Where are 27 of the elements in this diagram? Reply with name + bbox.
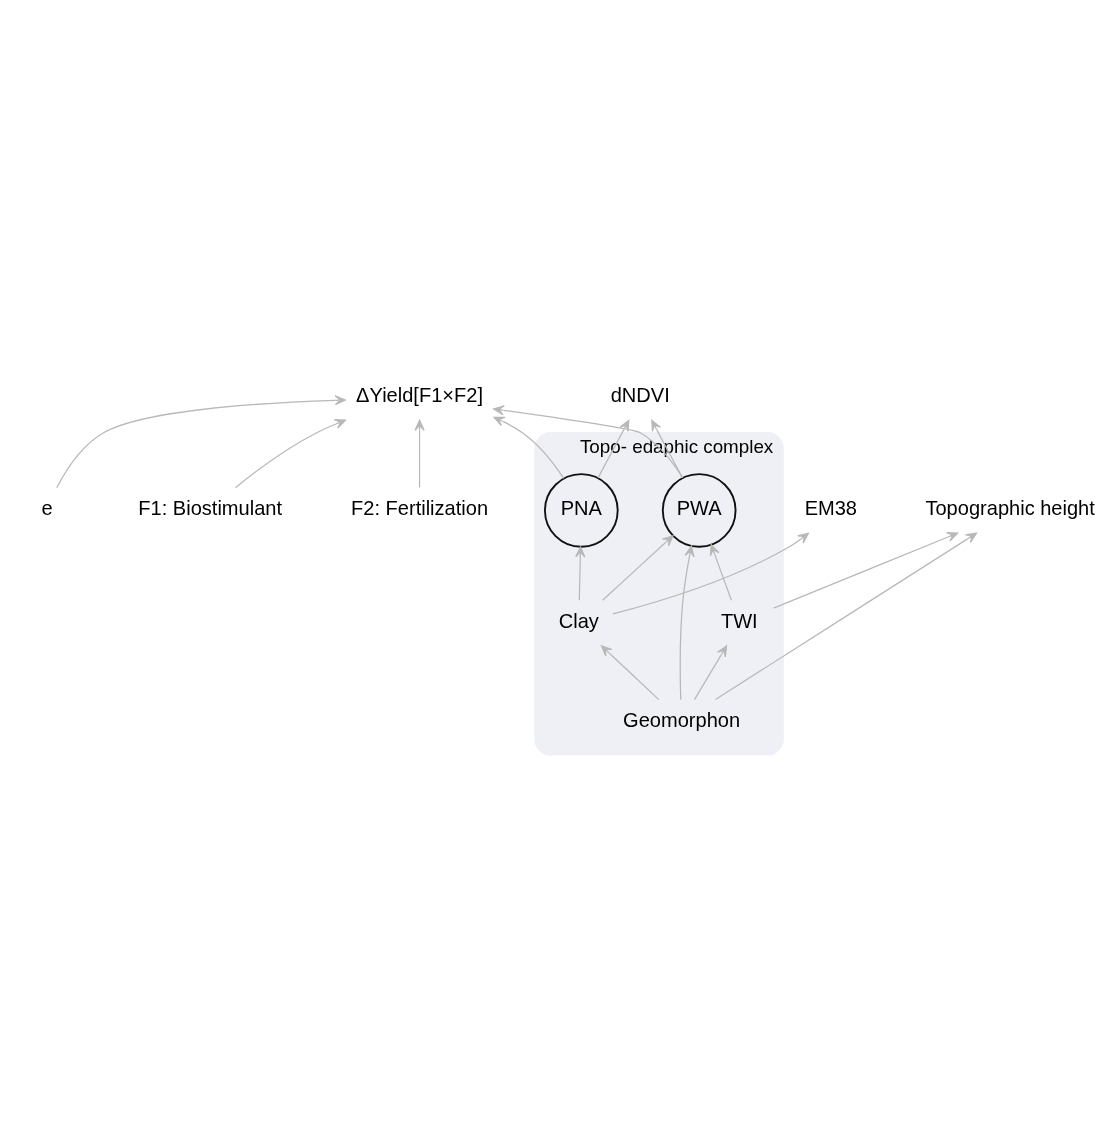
- node-text: ΔYield[F1×F2]: [356, 383, 483, 406]
- node-text: TWI: [720, 609, 758, 632]
- arrow: [773, 531, 959, 609]
- arrow: [414, 419, 425, 488]
- arrow: [709, 543, 732, 601]
- node-text: Clay: [558, 609, 599, 632]
- arrow: [651, 419, 684, 478]
- arrow: [600, 644, 660, 700]
- arrow: [612, 532, 809, 615]
- node-circle: PNA: [544, 472, 619, 548]
- arrow: [679, 545, 695, 700]
- node-text: dNDVI: [610, 383, 670, 406]
- arrow: [575, 545, 586, 601]
- arrow: [597, 419, 630, 478]
- node-text: EM38: [804, 496, 858, 519]
- node-text: Topographic height: [925, 496, 1095, 519]
- node-text: e: [41, 496, 53, 519]
- arrow: [601, 534, 674, 601]
- arrow: [234, 418, 347, 488]
- arrow: [493, 404, 684, 478]
- arrow: [56, 394, 346, 488]
- node-text: F1: Biostimulant: [138, 496, 283, 519]
- node-text: Geomorphon: [623, 708, 741, 731]
- arrow: [693, 644, 728, 700]
- arrow: [493, 416, 565, 479]
- node-text: F2: Fertilization: [351, 496, 489, 519]
- arrow: [714, 532, 978, 700]
